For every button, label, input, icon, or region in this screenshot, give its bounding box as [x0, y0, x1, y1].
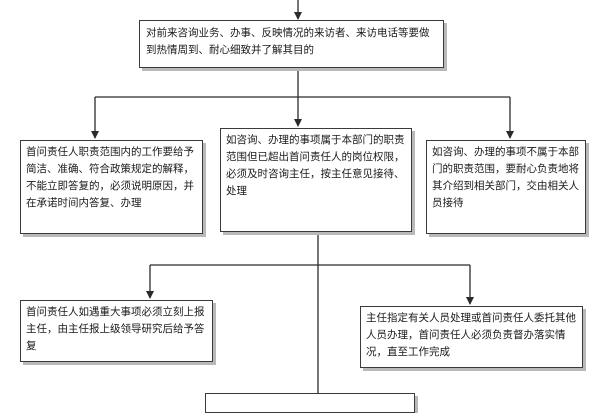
step-intake-box: 对前来咨询业务、办事、反映情况的来访者、来访电话等要做到热情周到、耐心细致并了解… [139, 20, 444, 68]
connector-lines [91, 0, 514, 393]
step-other-department-box: 如咨询、办理的事项不属于本部门的职责范围，要耐心负责地将其介绍到相关部门，交由相… [426, 140, 586, 234]
step-major-issue-box: 首问责任人如遇重大事项必须立刻上报主任，由主任报上级领导研究后给予答复 [20, 300, 213, 362]
step-within-duty-box: 首问责任人职责范围内的工作要给予简洁、准确、符合政策规定的解释，不能立即答复的，… [20, 140, 203, 234]
flowchart: 对前来咨询业务、办事、反映情况的来访者、来访电话等要做到热情周到、耐心细致并了解… [20, 0, 586, 413]
step-final-box [205, 393, 415, 413]
step-delegation-box: 主任指定有关人员处理或首问责任人委托其他人员办理，首问责任人必须负责督办落实情况… [360, 306, 583, 368]
step-beyond-authority-box: 如咨询、办理的事项属于本部门的职责范围但已超出首问责任人的岗位权限，必须及时咨询… [220, 128, 412, 232]
